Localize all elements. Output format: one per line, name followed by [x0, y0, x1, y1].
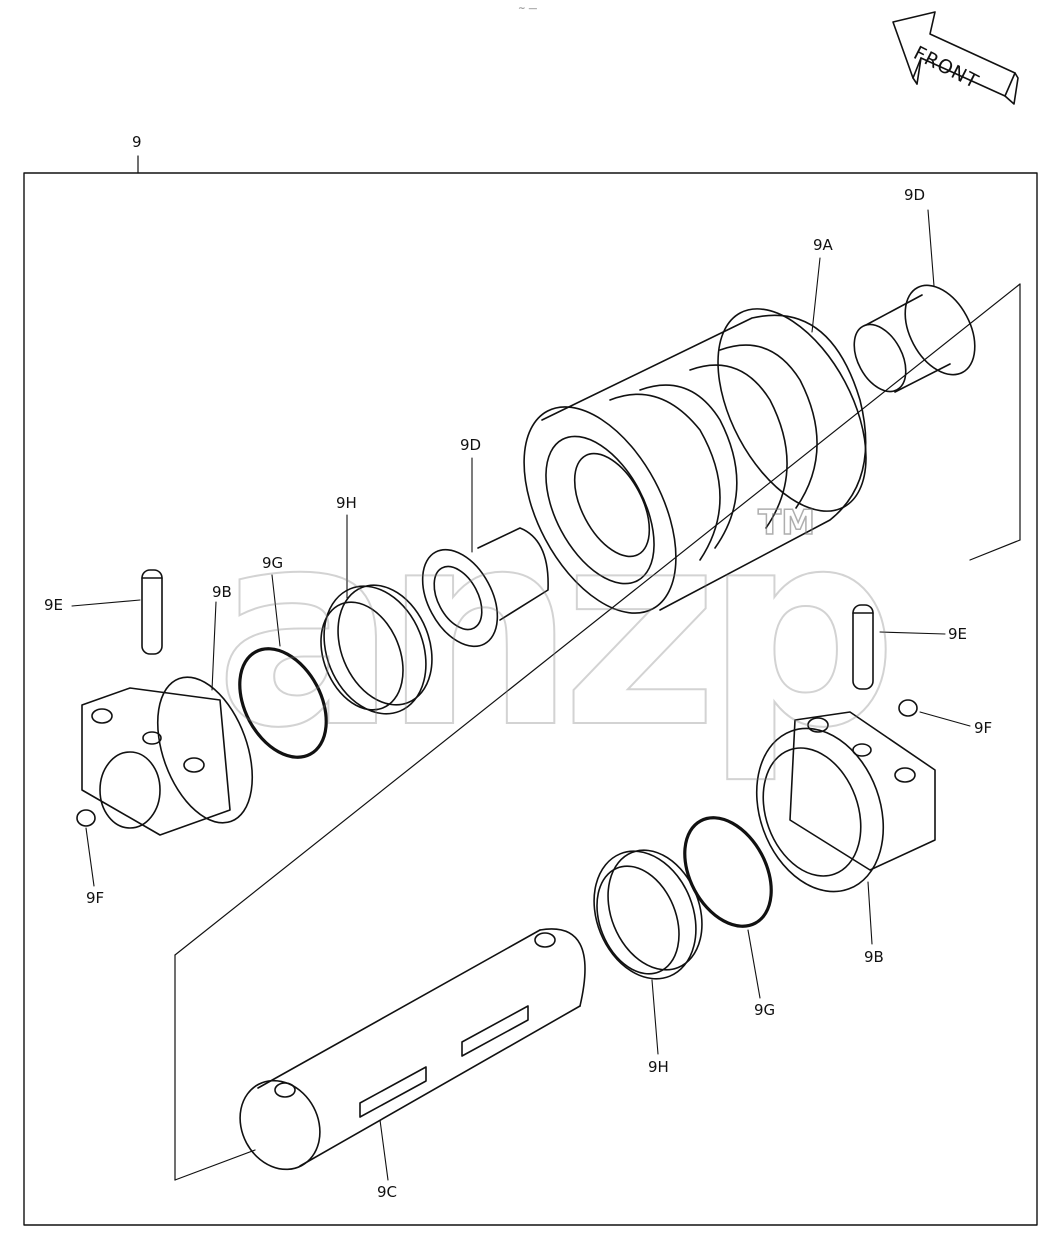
label-9B-left: 9B [212, 583, 232, 601]
watermark-trademark: TM [757, 502, 816, 544]
label-9D-top: 9D [904, 186, 926, 204]
floating-seal-9H-bottom [593, 849, 703, 980]
pin-9E-right [852, 604, 874, 690]
end-collar-9B-right [755, 711, 936, 893]
axis-guide-lines [174, 283, 1021, 1181]
label-9C: 9C [377, 1183, 398, 1201]
watermark-logo: anzp [214, 472, 899, 787]
o-ring-9G-bottom [683, 816, 773, 928]
idler-roller-9A [523, 308, 867, 614]
label-9H-bottom: 9H [648, 1058, 669, 1076]
o-ring-9G-top [238, 647, 328, 759]
plug-9F-right [898, 699, 918, 717]
end-collar-9B-left [81, 676, 254, 836]
plug-9F-left [76, 809, 96, 827]
bushing-9D-right [853, 284, 976, 393]
label-9F-left: 9F [86, 889, 105, 907]
label-9H-top: 9H [336, 494, 357, 512]
assembly-frame [23, 155, 1038, 1226]
label-9E-right: 9E [948, 625, 968, 643]
front-arrow-icon [892, 11, 1019, 105]
label-9G-top: 9G [262, 554, 284, 572]
label-9E-left: 9E [44, 596, 64, 614]
label-9A: 9A [813, 236, 833, 254]
pin-9E-left [141, 569, 163, 655]
label-9D-middle: 9D [460, 436, 482, 454]
label-9G-bottom: 9G [754, 1001, 776, 1019]
bushing-9D-middle [421, 527, 549, 648]
leader-lines [71, 209, 971, 1181]
label-9F-right: 9F [974, 719, 993, 737]
floating-seal-9H-top [320, 584, 433, 715]
shaft-9C [239, 928, 586, 1171]
page-marker: ~ — [518, 4, 538, 14]
assembly-label-9: 9 [132, 133, 142, 151]
label-9B-right: 9B [864, 948, 884, 966]
